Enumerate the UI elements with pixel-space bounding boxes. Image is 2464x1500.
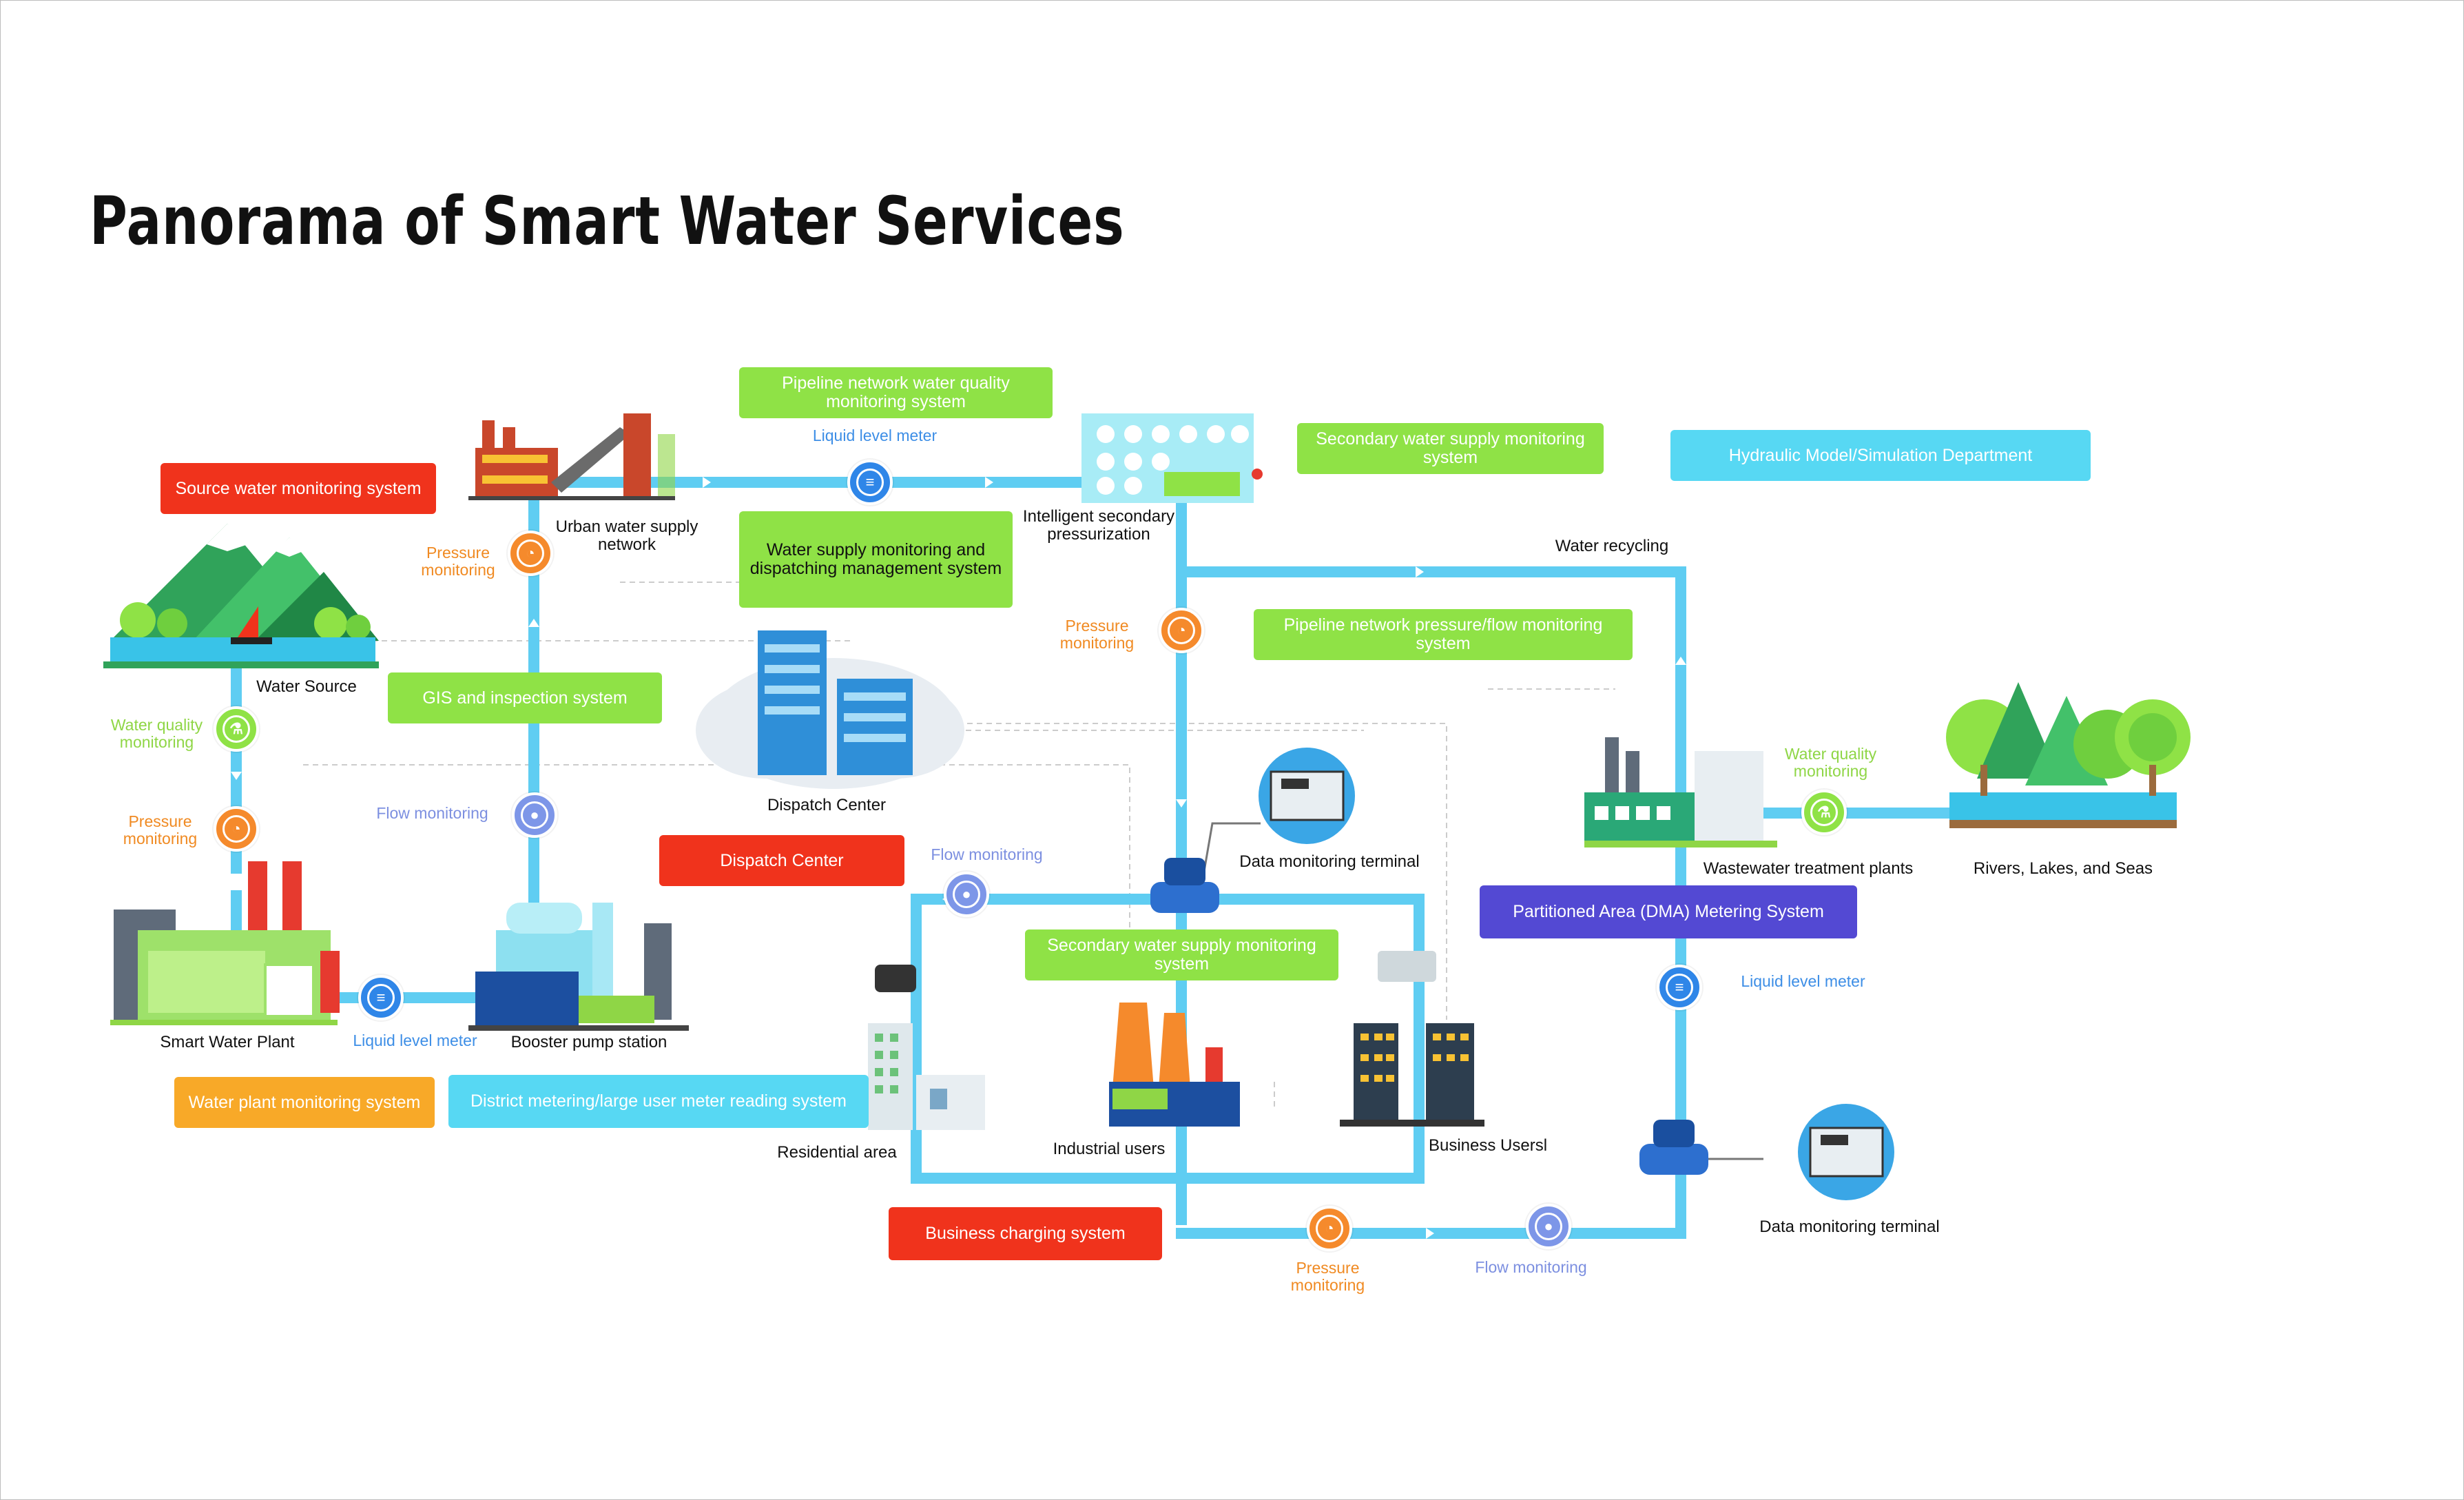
smart-water-plant-illustration — [110, 861, 340, 1025]
dma-metering-system-box[interactable]: Partitioned Area (DMA) Metering System — [1480, 885, 1857, 938]
source-monitoring-system-box[interactable]: Source water monitoring system — [161, 463, 436, 514]
urban-network-illustration — [468, 413, 675, 500]
liquid-level-plant-label: Liquid level meter — [353, 1031, 477, 1049]
liquid-level-icon: ≡ — [1657, 965, 1702, 1010]
pressure-gauge-icon: ◔ — [508, 531, 553, 576]
quality-source-label: Water quality monitoring — [110, 716, 203, 751]
wastewater-label: Wastewater treatment plants — [1703, 859, 1914, 878]
business-label: Business Usersl — [1428, 1136, 1548, 1155]
district-metering-system-box[interactable]: District metering/large user meter readi… — [448, 1075, 869, 1128]
residential-illustration — [868, 965, 985, 1130]
industrial-label: Industrial users — [1053, 1140, 1166, 1158]
water-source-label: Water Source — [256, 677, 357, 696]
data-terminal-1-illustration — [1259, 748, 1355, 844]
water-recycling-label: Water recycling — [1555, 537, 1669, 555]
flask-icon: ⚗ — [1801, 790, 1847, 835]
gis-inspection-system-box[interactable]: GIS and inspection system — [388, 672, 662, 723]
urban-network-label: Urban water supply network — [555, 517, 698, 554]
pressure-secondary-label: Pressure monitoring — [1059, 617, 1135, 652]
water-plant-system-box[interactable]: Water plant monitoring system — [174, 1077, 435, 1128]
flow-residential-label: Flow monitoring — [931, 845, 1043, 863]
secondary-pressurization-label: Intelligent secondary pressurization — [1022, 507, 1175, 544]
pressure-urban-label: Pressure monitoring — [421, 544, 495, 579]
liquid-level-top-label: Liquid level meter — [812, 427, 938, 444]
hydraulic-model-box[interactable]: Hydraulic Model/Simulation Department — [1670, 430, 2091, 481]
water-meter-1 — [1150, 858, 1219, 913]
pipeline-quality-system-box[interactable]: Pipeline network water quality monitorin… — [739, 367, 1053, 418]
water-source-illustration — [103, 524, 379, 668]
water-drop-icon: ● — [1526, 1204, 1571, 1249]
water-meter-2 — [1639, 1120, 1708, 1175]
pressure-flow-system-box[interactable]: Pipeline network pressure/flow monitorin… — [1254, 609, 1633, 660]
pressure-gauge-icon: ◔ — [1159, 608, 1204, 653]
secondary-supply-system-box-mid[interactable]: Secondary water supply monitoring system — [1025, 929, 1338, 980]
page-title: Panorama of Smart Water Services — [90, 183, 1125, 260]
water-drop-icon: ● — [512, 792, 557, 838]
rivers-illustration — [1946, 682, 2191, 828]
business-illustration — [1340, 951, 1484, 1127]
dispatch-center-label: Dispatch Center — [767, 796, 887, 814]
liquid-level-dma-label: Liquid level meter — [1741, 972, 1865, 990]
industrial-illustration — [1109, 1003, 1240, 1127]
flow-bottom-label: Flow monitoring — [1475, 1258, 1587, 1276]
pressure-gauge-icon: ◔ — [1307, 1206, 1352, 1251]
liquid-level-icon: ≡ — [847, 460, 893, 505]
booster-station-illustration — [468, 903, 689, 1031]
data-terminal-1-label: Data monitoring terminal — [1239, 852, 1420, 871]
secondary-supply-system-box-top[interactable]: Secondary water supply monitoring system — [1297, 423, 1604, 474]
smart-plant-label: Smart Water Plant — [160, 1033, 295, 1051]
dispatching-system-box[interactable]: Water supply monitoring and dispatching … — [739, 511, 1013, 608]
pressure-source-label: Pressure monitoring — [123, 812, 198, 847]
wastewater-plant-illustration — [1584, 737, 1777, 847]
water-drop-icon: ● — [944, 872, 989, 917]
data-terminal-2-label: Data monitoring terminal — [1759, 1218, 1940, 1236]
dispatch-center-illustration — [696, 630, 964, 789]
business-charging-system-box[interactable]: Business charging system — [889, 1207, 1162, 1260]
data-terminal-2-illustration — [1798, 1104, 1894, 1200]
pressure-bottom-label: Pressure monitoring — [1290, 1259, 1365, 1294]
flow-booster-label: Flow monitoring — [376, 804, 488, 822]
liquid-level-icon: ≡ — [358, 975, 404, 1020]
quality-wastewater-label: Water quality monitoring — [1784, 745, 1877, 780]
booster-station-label: Booster pump station — [510, 1033, 667, 1051]
pressure-gauge-icon: ◔ — [214, 806, 259, 852]
flask-icon: ⚗ — [214, 706, 259, 752]
secondary-pressurization-illustration — [1081, 413, 1263, 503]
residential-label: Residential area — [777, 1143, 897, 1162]
rivers-label: Rivers, Lakes, and Seas — [1973, 859, 2153, 878]
dispatch-center-box[interactable]: Dispatch Center — [659, 835, 904, 886]
